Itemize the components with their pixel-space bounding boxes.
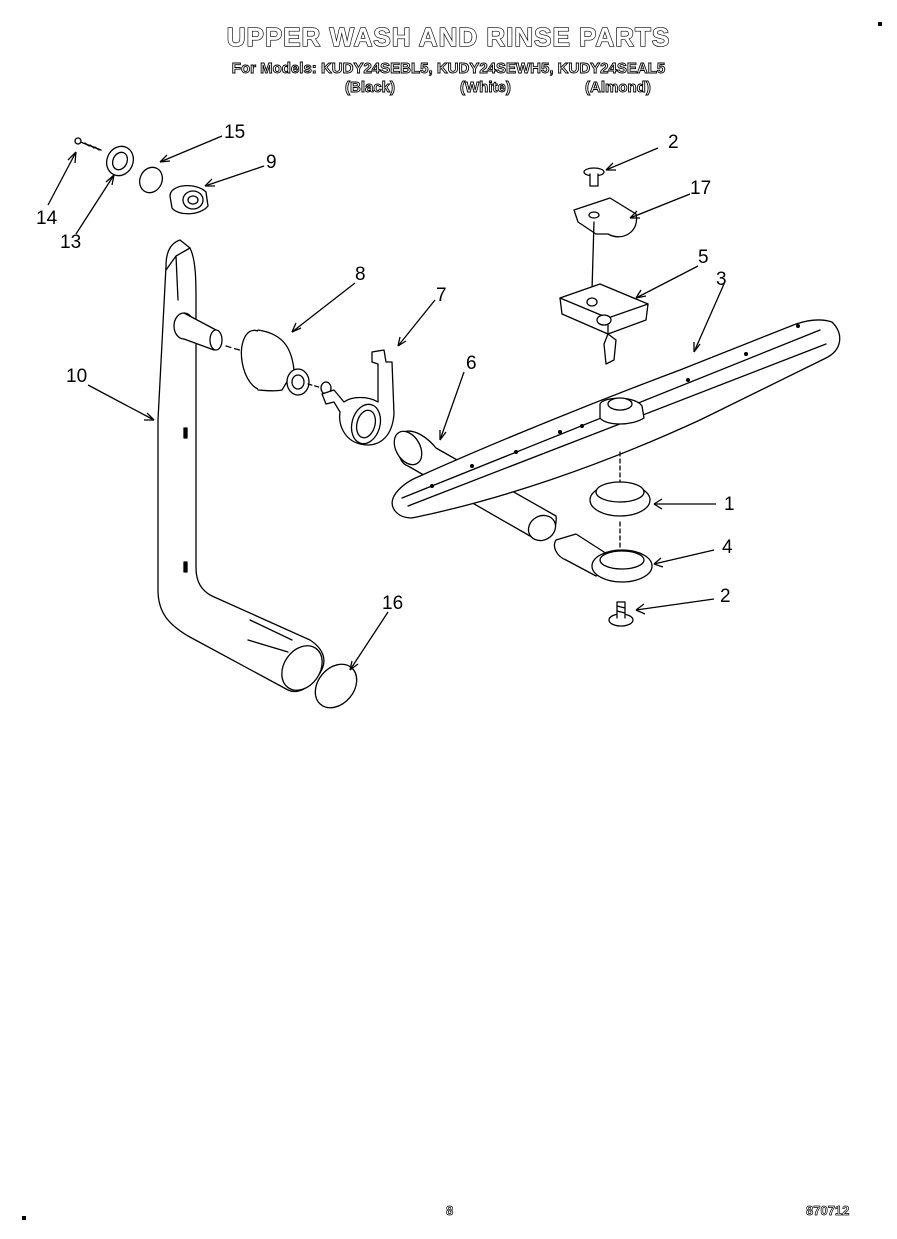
callout-17: 17 [690,178,711,199]
spray-arm-part [391,319,841,519]
callout-5: 5 [698,247,709,268]
screw-part [74,137,102,151]
callout-9: 9 [266,152,277,173]
color-label-white: (White) [460,79,512,97]
callout-2-bottom: 2 [720,586,731,607]
color-label-almond: (Almond) [585,79,652,97]
ring-part [589,451,651,517]
nut-part [591,521,653,583]
top-screw-part [583,167,605,187]
corner-mark [878,22,882,26]
cap-part [169,185,209,215]
callout-15: 15 [224,122,245,143]
supply-tube-part [157,239,325,693]
bracket-part [573,197,638,291]
callout-2-top: 2 [668,132,679,153]
callout-1: 1 [724,494,735,515]
callout-13: 13 [60,232,81,253]
callout-16: 16 [382,593,403,614]
callout-10: 10 [66,366,87,387]
page-title: UPPER WASH AND RINSE PARTS [226,21,671,52]
hub-part [559,283,649,365]
callout-6: 6 [466,353,477,374]
tube-outlet-part [173,312,223,351]
seal-part [240,329,310,396]
callout-4: 4 [722,537,733,558]
bottom-screw-part [608,601,634,627]
doc-code: 870712 [806,1203,850,1219]
o-ring-part [138,166,164,194]
washer-part [105,145,135,177]
clip-part [320,349,395,446]
callout-8: 8 [355,264,366,285]
corner-mark [22,1216,26,1220]
callout-7: 7 [436,285,447,306]
callout-14: 14 [36,208,58,229]
models-line: For Models: KUDY24SEBL5, KUDY24SEWH5, KU… [231,60,666,78]
color-label-black: (Black) [345,79,396,97]
page-number: 8 [446,1203,454,1219]
callout-3: 3 [716,269,727,290]
